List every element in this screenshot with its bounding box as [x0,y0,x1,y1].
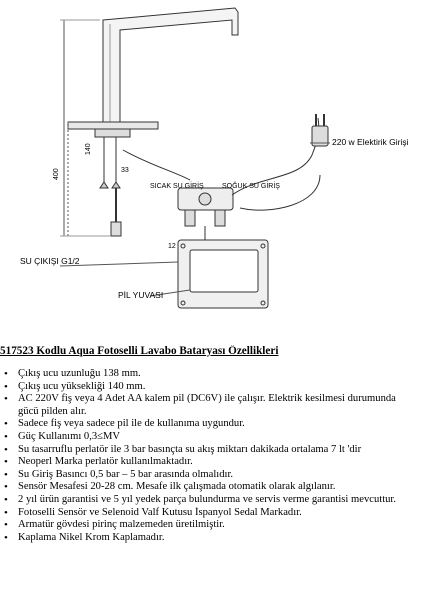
spec-item: Neoperl Marka perlatör kullanılmaktadır. [0,456,424,469]
spec-item: Su tasarruflu perlatör ile 3 bar basınçt… [0,444,424,457]
water-outlet-label: SU ÇIKIŞI G1/2 [20,256,80,266]
power-input-label: 220 w Elektirik Girişi [332,137,409,147]
spec-item: Sadece fiş veya sadece pil ile de kullan… [0,418,424,431]
spec-item: AC 220V fiş veya 4 Adet AA kalem pil (DC… [0,393,418,418]
faucet-installation-diagram: 400 140 33 12 SICAK SU GİRİŞ SOĞUK SU Gİ… [20,7,409,309]
faucet-spout [102,7,239,123]
dimension-140-label: 140 [85,143,92,155]
spec-item: Kaplama Nikel Krom Kaplamadır. [0,532,424,545]
spec-list: Çıkış ucu uzunluğu 138 mm. Çıkış ucu yük… [0,368,424,544]
spec-item: Çıkış ucu uzunluğu 138 mm. [0,368,424,381]
spec-item: 2 yıl ürün garantisi ve 5 yıl yedek parç… [0,494,418,507]
dimension-33-label: 33 [121,167,129,174]
battery-box-label: PİL YUVASI [118,290,163,300]
height-dimension-label: 400 [53,168,60,180]
cold-inlet-label: SOĞUK SU GİRİŞ [222,181,280,190]
dimension-12-label: 12 [168,243,176,250]
spec-item: Çıkış ucu yüksekliği 140 mm. [0,381,424,394]
hose-fitting [110,221,122,237]
spec-item: Armatür gövdesi pirinç malzemeden üretil… [0,519,424,532]
power-plug [311,125,329,147]
spec-item: Fotoselli Sensör ve Selenoid Valf Kutusu… [0,507,424,520]
product-spec-title: 517523 Kodlu Aqua Fotoselli Lavabo Batar… [0,345,279,357]
sink-counter [67,121,159,130]
hot-inlet-label: SICAK SU GİRİŞ [150,181,204,190]
spec-item: Sensör Mesafesi 20-28 cm. Mesafe ilk çal… [0,481,424,494]
spec-item: Güç Kullanımı 0,3≤MV [0,431,424,444]
spec-item: Su Giriş Basıncı 0,5 bar – 5 bar arasınd… [0,469,424,482]
